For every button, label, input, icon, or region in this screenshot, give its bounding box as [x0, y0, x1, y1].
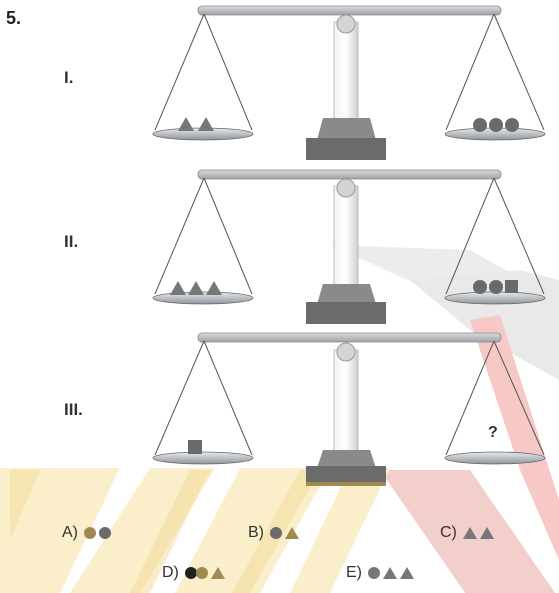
scale-2-triangle [170, 281, 186, 295]
option-b-shapes [270, 527, 299, 539]
scale-1-circle [473, 118, 487, 132]
scale-3 [152, 332, 546, 486]
option-a-shapes [84, 527, 111, 539]
circle-icon [270, 527, 282, 539]
circle-icon [184, 567, 197, 579]
scale-1-beam [197, 5, 502, 16]
circle-icon [99, 527, 111, 539]
scale-1-circle [505, 118, 519, 132]
triangle-icon [462, 527, 477, 539]
scale-3-left-pan [152, 451, 254, 465]
option-c[interactable]: C) [440, 524, 494, 542]
scale-1-circle [489, 118, 503, 132]
option-a-label: A) [62, 524, 78, 541]
scale-1-triangle [178, 117, 194, 131]
scale-3-beam [197, 332, 502, 343]
scale-2-beam [197, 169, 502, 180]
option-d-label: D) [162, 564, 179, 581]
scale-2-circle [489, 280, 503, 294]
option-d[interactable]: D) [162, 564, 225, 582]
circle-icon [368, 567, 380, 579]
scale-3-pillar [333, 349, 359, 453]
option-c-label: C) [440, 524, 457, 541]
scale-2-base [306, 302, 386, 324]
scale-2-base-top [317, 284, 376, 304]
circle-icon [195, 567, 208, 579]
scale-2-triangle [206, 281, 222, 295]
scale-3-right-pan [444, 451, 546, 465]
circle-icon [84, 527, 96, 539]
option-b[interactable]: B) [248, 524, 299, 542]
bg-band-red [470, 315, 559, 560]
scale-1 [152, 5, 546, 160]
option-e-label: E) [346, 564, 362, 581]
option-e[interactable]: E) [346, 564, 414, 582]
scale-2-triangle [188, 281, 204, 295]
scale-1-pivot [336, 14, 356, 34]
scale-3-pivot [336, 342, 356, 362]
option-c-shapes [462, 527, 494, 539]
scale-1-pillar [333, 21, 359, 121]
option-d-shapes [184, 567, 225, 579]
scale-2-circle [473, 280, 487, 294]
scale-2 [152, 169, 546, 324]
scale-1-base-top [317, 118, 376, 140]
scale-2-label: II. [64, 232, 79, 251]
option-a[interactable]: A) [62, 524, 111, 542]
triangle-icon [210, 567, 225, 579]
scale-2-pillar [333, 185, 359, 287]
option-e-shapes [368, 567, 414, 579]
scale-1-label: I. [64, 68, 74, 87]
triangle-icon [479, 527, 494, 539]
triangle-icon [285, 527, 299, 539]
scale-1-triangle [198, 117, 214, 131]
triangle-icon [383, 567, 397, 579]
scale-1-base [306, 138, 386, 160]
question-number: 5. [6, 8, 22, 28]
unknown-weight-mark: ? [488, 424, 498, 441]
scale-2-pivot [336, 178, 356, 198]
scale-3-label: III. [64, 400, 83, 419]
scale-3-square [188, 440, 202, 454]
scale-2-square [505, 280, 518, 293]
triangle-icon [400, 567, 414, 579]
scale-3-base-top [317, 450, 376, 468]
scale-3-base [306, 466, 386, 486]
option-b-label: B) [248, 524, 264, 541]
